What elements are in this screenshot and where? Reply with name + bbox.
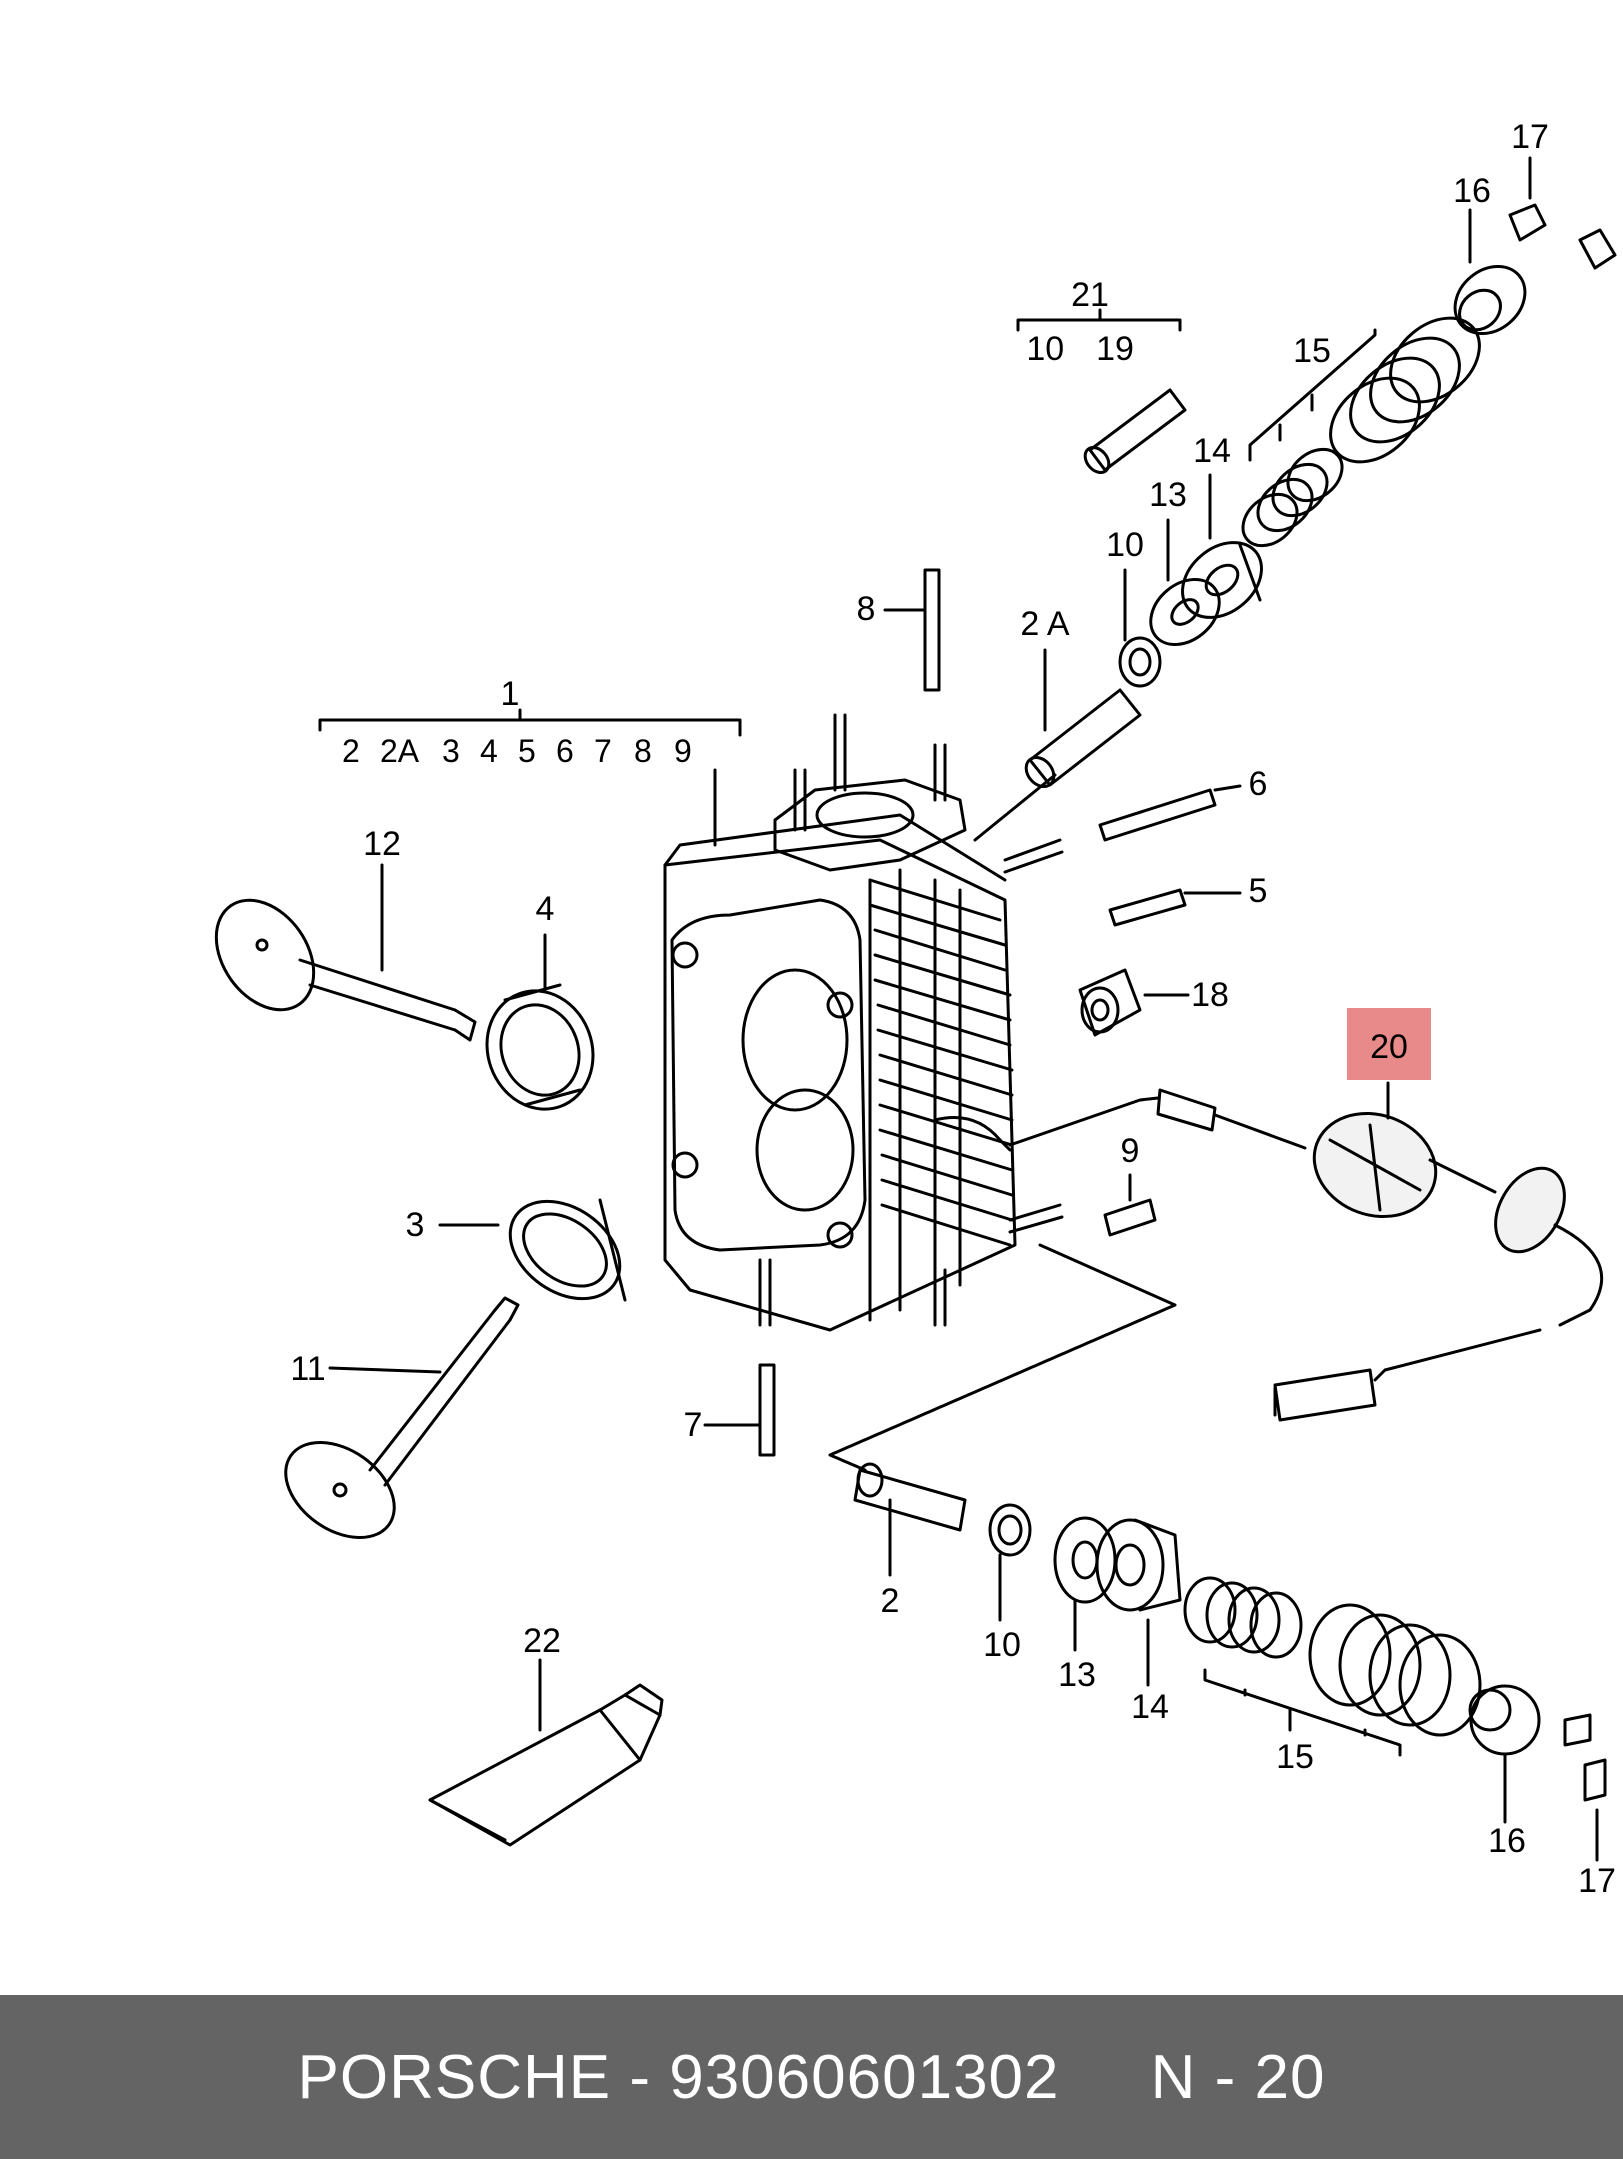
cylinder-head-drawing: [663, 713, 1064, 1332]
stud-5-drawing: [1108, 888, 1187, 927]
part-footer-bar: PORSCHE - 93060601302 N - 20: [0, 1995, 1623, 2159]
callout-10-top: 10: [1106, 526, 1144, 564]
washer-13-lower-drawing: [1053, 1516, 1117, 1604]
callout-7: 7: [684, 1406, 703, 1444]
bushing-10-lower-drawing: [988, 1503, 1032, 1557]
bushing-19-drawing: [1083, 388, 1187, 475]
tube-22-drawing: [428, 1683, 664, 1847]
callout-1: 1: [501, 675, 520, 713]
bracket-15-bottom: [1203, 1668, 1402, 1757]
callout-12: 12: [363, 825, 401, 863]
retainer-16-upper-drawing: [1453, 264, 1527, 336]
callout-8: 8: [857, 590, 876, 628]
footer-part-number: 93060601302: [669, 2042, 1060, 2112]
callout-15-top: 15: [1293, 332, 1331, 370]
part-footer-text: PORSCHE - 93060601302 N - 20: [297, 2042, 1325, 2113]
callout-16-bottom: 16: [1488, 1822, 1526, 1860]
stud-6-drawing: [1098, 788, 1217, 842]
callout-14-bottom: 14: [1131, 1688, 1169, 1726]
stud-7-drawing: [758, 1363, 776, 1457]
pin-9-drawing: [1103, 1198, 1157, 1237]
keeper-17-lower-drawing: [1563, 1713, 1607, 1802]
callout-17-bottom: 17: [1578, 1862, 1616, 1900]
leader-6: [1213, 784, 1242, 792]
callout-6: 6: [1249, 765, 1268, 803]
callout-13-bottom: 13: [1058, 1656, 1096, 1694]
callout-13-top: 13: [1149, 476, 1187, 514]
keeper-17-upper-drawing: [1508, 203, 1617, 270]
bracket-21: [1016, 308, 1182, 332]
seat-14-upper-drawing: [1181, 541, 1263, 619]
valve-12-drawing: [214, 898, 477, 1042]
footer-ref: N - 20: [1150, 2042, 1326, 2112]
callout-10-bottom: 10: [983, 1626, 1021, 1664]
callout-labels: 1 2 2A 3 4 5 6 7 8 9 2 2 A 3 4 5 6 7 8 9…: [290, 118, 1616, 1900]
callout-21: 21: [1071, 276, 1109, 314]
callout-1-list: 2 2A 3 4 5 6 7 8 9: [342, 733, 692, 769]
guide-2a-drawing: [1024, 688, 1142, 788]
footer-brand: PORSCHE: [297, 2042, 612, 2112]
callout-16-top: 16: [1453, 172, 1491, 210]
callout-20: 20: [1370, 1028, 1408, 1066]
washer-13-upper-drawing: [1149, 577, 1221, 647]
seat-14-lower-drawing: [1095, 1518, 1182, 1612]
spring-15-lower-drawing: [1183, 1576, 1482, 1737]
leader-2a-to-head: [973, 773, 1057, 842]
callout-3: 3: [406, 1206, 425, 1244]
leader-11: [328, 1366, 442, 1374]
callout-9: 9: [1121, 1132, 1140, 1170]
ring-3-drawing: [508, 1198, 627, 1302]
ring-4-drawing: [485, 983, 595, 1111]
callout-4: 4: [536, 890, 555, 928]
callout-2a: 2 A: [1020, 605, 1069, 643]
sensor-20-drawing: [1008, 1088, 1604, 1422]
callout-15-bottom: 15: [1276, 1738, 1314, 1776]
guide-2-drawing: [853, 1462, 967, 1532]
retainer-16-lower-drawing: [1468, 1684, 1541, 1756]
bushing-10-upper-drawing: [1118, 636, 1162, 688]
callout-17-top: 17: [1511, 118, 1549, 156]
callout-22: 22: [523, 1622, 561, 1660]
callout-11: 11: [290, 1350, 325, 1388]
dashed-guide: [828, 1243, 1177, 1472]
callout-21-list: 10 19: [1026, 330, 1134, 368]
callout-20-highlight: [1347, 1008, 1431, 1080]
callout-5: 5: [1249, 872, 1268, 910]
valve-11-drawing: [284, 1296, 520, 1540]
callout-14-top: 14: [1193, 432, 1231, 470]
spring-15-upper-drawing: [1241, 316, 1481, 548]
nut-18-drawing: [1078, 968, 1142, 1037]
callout-2: 2: [881, 1582, 900, 1620]
callout-18: 18: [1191, 976, 1229, 1014]
footer-separator: -: [629, 2042, 651, 2112]
bracket-1: [318, 708, 742, 847]
exploded-parts-diagram: 1 2 2A 3 4 5 6 7 8 9 2 2 A 3 4 5 6 7 8 9…: [214, 118, 1617, 1900]
bracket-15-top: [1248, 328, 1377, 462]
stud-8-drawing: [923, 568, 941, 692]
